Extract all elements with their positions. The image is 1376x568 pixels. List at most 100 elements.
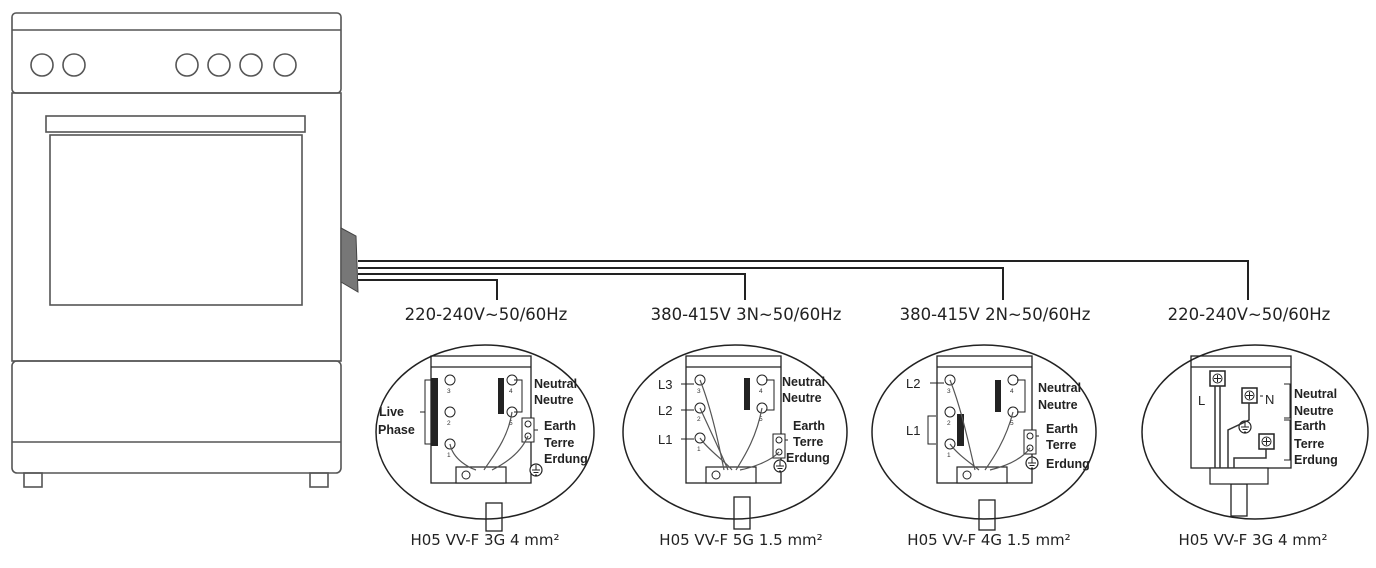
terminal-number: 1 <box>447 452 451 459</box>
cable-sleeve <box>1230 483 1248 517</box>
storage-drawer <box>11 360 342 474</box>
terminal-number: 5 <box>1010 420 1014 427</box>
live-label: Live <box>379 405 404 419</box>
l1-label: L1 <box>906 423 920 438</box>
earth-terminal <box>521 417 535 443</box>
earth-label: Earth <box>1046 422 1078 436</box>
terre-label: Terre <box>793 435 823 449</box>
cable-sleeve <box>978 499 996 531</box>
terminal-screws <box>444 374 518 450</box>
cable-sleeve <box>733 496 751 530</box>
neutre-label: Neutre <box>534 393 574 407</box>
terminal-diagram-2: 3 2 1 4 5 L3 L2 L1 Neutral Neutre <box>622 344 848 530</box>
erdung-label: Erdung <box>1294 453 1338 467</box>
internal-wires <box>949 379 1031 471</box>
cable-sleeve <box>485 502 503 532</box>
cable-type-label-4: H05 VV-F 3G 4 mm² <box>1178 531 1328 549</box>
n-label: N <box>1265 392 1274 407</box>
label-brackets <box>1260 383 1291 461</box>
control-knob <box>239 53 263 77</box>
terminal-number: 4 <box>1010 388 1014 395</box>
terminal-block <box>1190 355 1292 469</box>
cable-clamp <box>455 466 507 484</box>
cable-type-label-2: H05 VV-F 5G 1.5 mm² <box>659 531 823 549</box>
control-knob <box>175 53 199 77</box>
oven-window <box>49 134 303 306</box>
control-knob <box>30 53 54 77</box>
earth-label: Earth <box>1294 419 1326 433</box>
l2-label: L2 <box>658 403 672 418</box>
neutre-label: Neutre <box>782 391 822 405</box>
earth-terminal <box>1023 429 1037 455</box>
oven-body <box>11 92 342 362</box>
neutral-bridge <box>744 378 750 410</box>
l-label: L <box>1198 393 1205 408</box>
terminal-number: 3 <box>947 388 951 395</box>
cable-clamp <box>705 466 757 484</box>
live-terminal <box>1209 370 1226 387</box>
voltage-label-2: 380-415V 3N~50/60Hz <box>650 305 842 324</box>
terminal-number: 2 <box>947 420 951 427</box>
neutral-label: Neutral <box>1038 381 1081 395</box>
terminal-number: 4 <box>509 388 513 395</box>
neutral-bridge <box>498 378 504 414</box>
terminal-diagram-1: 3 2 1 4 5 Live Phase Neutral Neutre Eart… <box>375 344 595 532</box>
clamp-screw <box>711 470 721 480</box>
terminal-numbers: 3 2 1 4 5 <box>447 388 513 459</box>
label-brackets <box>420 379 538 445</box>
oven-door-handle <box>45 115 306 133</box>
terre-label: Terre <box>1046 438 1076 452</box>
terminal-block <box>430 355 532 484</box>
internal-wires <box>1214 386 1267 468</box>
cooker-foot <box>309 472 329 488</box>
terminal-number: 4 <box>759 388 763 395</box>
phase-bridge <box>431 378 438 446</box>
phase-bridge <box>957 414 964 446</box>
neutral-terminal <box>1241 387 1258 404</box>
terminal-screws <box>694 374 768 444</box>
label-brackets <box>927 379 1039 445</box>
neutral-bridge <box>995 380 1001 412</box>
control-knob <box>207 53 231 77</box>
l3-label: L3 <box>658 377 672 392</box>
terminal-number: 2 <box>447 420 451 427</box>
l2-label: L2 <box>906 376 920 391</box>
neutral-label: Neutral <box>534 377 577 391</box>
l1-label: L1 <box>658 432 672 447</box>
internal-wires <box>699 379 780 471</box>
cooker-illustration <box>11 12 342 488</box>
terminal-number: 1 <box>697 446 701 453</box>
terminal-number: 1 <box>947 452 951 459</box>
clamp-screw <box>461 470 471 480</box>
terminal-number: 3 <box>697 388 701 395</box>
erdung-label: Erdung <box>786 451 830 465</box>
cable-clamp <box>956 466 1008 484</box>
cable-connection-box <box>340 227 359 293</box>
voltage-label-3: 380-415V 2N~50/60Hz <box>899 305 1091 324</box>
cable-type-label-1: H05 VV-F 3G 4 mm² <box>410 531 560 549</box>
diagram-frame <box>375 344 595 520</box>
cooker-foot <box>23 472 43 488</box>
neutral-label: Neutral <box>1294 387 1337 401</box>
label-brackets <box>681 379 788 441</box>
terminal-diagram-3: 3 2 1 4 5 L2 L1 Neutral Neutre <box>871 344 1097 531</box>
terre-label: Terre <box>1294 437 1324 451</box>
phase-label: Phase <box>378 423 415 437</box>
diagram-frame <box>622 344 848 520</box>
clamp-screw <box>962 470 972 480</box>
terminal-number: 3 <box>447 388 451 395</box>
neutral-label: Neutral <box>782 375 825 389</box>
control-knob <box>62 53 86 77</box>
control-knob <box>273 53 297 77</box>
control-knobs <box>30 53 297 77</box>
terminal-screws <box>944 374 1019 450</box>
terre-label: Terre <box>544 436 574 450</box>
control-panel <box>11 12 342 94</box>
terminal-number: 5 <box>759 416 763 423</box>
diagram-frame <box>1141 344 1369 520</box>
erdung-label: Erdung <box>1046 457 1090 471</box>
cable-clamp <box>1209 467 1269 485</box>
diagram-frame <box>871 344 1097 520</box>
cable-type-label-3: H05 VV-F 4G 1.5 mm² <box>907 531 1071 549</box>
